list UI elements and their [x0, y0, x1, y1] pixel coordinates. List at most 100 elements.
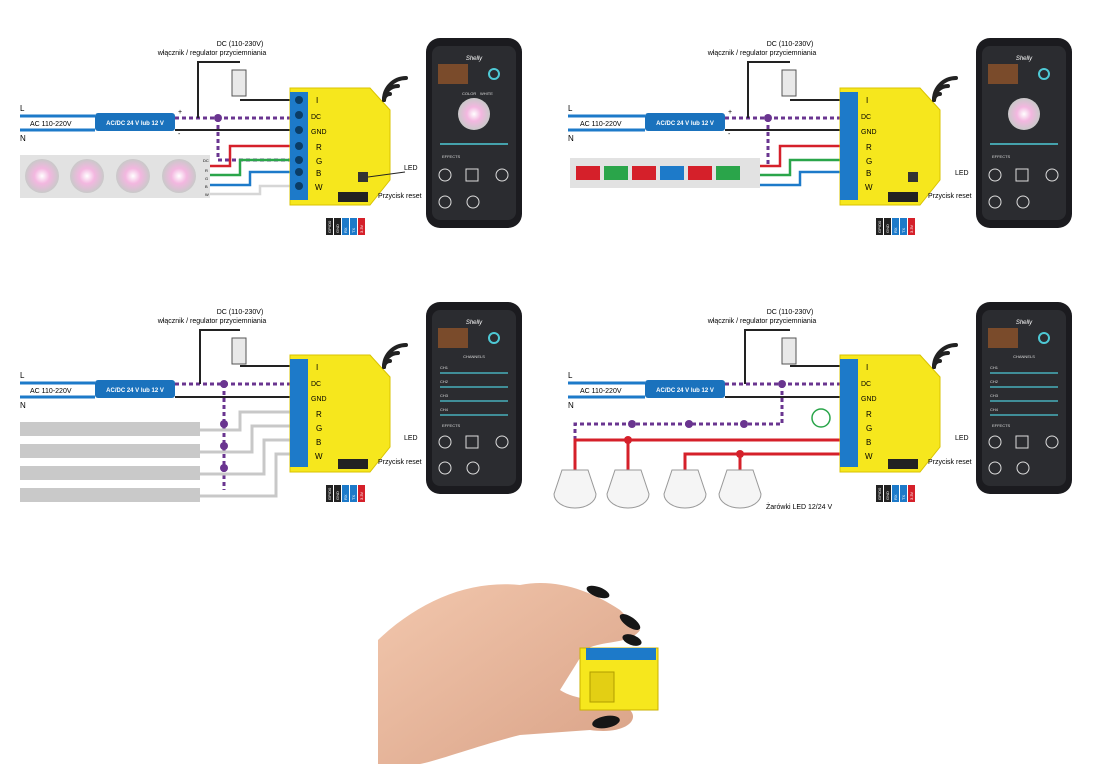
label-ac-input: AC 110-220V: [30, 388, 72, 395]
module-body: [289, 354, 391, 473]
fingernail: [622, 634, 642, 646]
wire-switch-in: [747, 61, 790, 118]
psu-box: [645, 113, 725, 131]
gpio-header: [888, 192, 918, 202]
rgb-led: [116, 159, 150, 193]
led-leader: [367, 171, 406, 178]
effects-label: EFFECTS: [442, 154, 461, 159]
gpio-pin: [334, 218, 341, 235]
product-photo: [378, 582, 659, 764]
module-photo-terminals: [586, 648, 656, 660]
channel-label: CH2: [440, 379, 449, 384]
reset-button: [908, 172, 918, 182]
terminal-label: G: [866, 424, 872, 433]
gpio-pin: [876, 485, 883, 502]
switch-dc-label: DC (110-230V): [217, 309, 264, 316]
wire-R: [210, 144, 290, 168]
wire-W: [210, 184, 290, 196]
terminal-label: W: [865, 183, 873, 192]
terminal-label: GND: [861, 396, 877, 403]
wire-channel: [200, 424, 290, 454]
gpio-pin-label: GPIO0: [877, 220, 882, 233]
junction-dot: [685, 420, 693, 428]
phone-screen: [432, 46, 516, 220]
gpio-pin-label: GND: [885, 224, 890, 233]
gpio-pin-label: RX: [343, 227, 348, 233]
gpio-header: [338, 192, 368, 202]
wire-channel: [200, 410, 290, 432]
gpio-pin: [358, 218, 365, 235]
led-strip: [20, 444, 200, 458]
terminal: [295, 111, 303, 119]
terminal-label: R: [316, 410, 322, 419]
globe-icon: [438, 461, 452, 475]
security-icon: [1045, 435, 1059, 449]
hand: [378, 582, 640, 764]
phone-brand: Shelly: [1016, 56, 1033, 62]
wire-switch-in: [197, 61, 240, 118]
label-ac-input: AC 110-220V: [580, 121, 622, 128]
module-photo-socket: [589, 671, 615, 703]
phone-thumbnail: [438, 64, 468, 84]
terminal-label: B: [866, 438, 871, 447]
shelly-module: I DC GND R G B W: [289, 354, 391, 473]
terminal-block: [840, 92, 858, 200]
gpio-pin-label: 3.3V: [359, 491, 364, 500]
shelly-module: I DC GND R G B W: [839, 87, 941, 206]
switch-desc-label: włącznik / regulator przyciemniania: [157, 318, 267, 325]
led-bulbs: [553, 469, 762, 509]
phone-thumbnail: [988, 328, 1018, 348]
junction-dot: [624, 436, 632, 444]
strip-wire-label: W: [205, 192, 209, 197]
phone-screen: [982, 46, 1066, 220]
terminal-label: DC: [311, 114, 321, 121]
power-icon: [488, 332, 500, 344]
gpio-pin-label: 3.3V: [359, 224, 364, 233]
led-bulb: [718, 469, 762, 509]
terminal-label: W: [315, 452, 323, 461]
shelly-module: I DC GND R G B W: [839, 354, 941, 473]
label-ac-input: AC 110-220V: [580, 388, 622, 395]
security-icon: [495, 435, 509, 449]
gpio-pin: [350, 218, 357, 235]
wire-G: [760, 158, 840, 177]
terminal-label: I: [316, 363, 318, 372]
phone-brand: Shelly: [1016, 320, 1033, 326]
gpio-header: [888, 459, 918, 469]
gpio-pin: [358, 485, 365, 502]
label-N: N: [568, 134, 574, 143]
timer-icon: [438, 168, 452, 182]
channel-label: CH4: [440, 407, 449, 412]
channel-label: CH1: [440, 365, 449, 370]
terminal-label: DC: [311, 381, 321, 388]
globe-icon: [988, 195, 1002, 209]
terminal: [295, 126, 303, 134]
gpio-pin: [908, 485, 915, 502]
reset-label: Przycisk reset: [928, 459, 972, 466]
globe-icon: [438, 195, 452, 209]
effects-label: EFFECTS: [442, 423, 461, 428]
junction-dot: [220, 442, 228, 450]
psu-plus: +: [728, 109, 732, 116]
gpio-pin: [884, 485, 891, 502]
led-segment: [576, 166, 600, 180]
gpio-pin-label: RX: [343, 494, 348, 500]
terminal-label: DC: [861, 381, 871, 388]
switch-dc-label: DC (110-230V): [767, 309, 814, 316]
gpio-pin-label: 3.3V: [909, 491, 914, 500]
info-icon: [1016, 195, 1030, 209]
schedule-icon: [1015, 168, 1029, 182]
led-segment: [688, 166, 712, 180]
wire-channel: [200, 438, 290, 476]
check-icon: [811, 408, 831, 428]
gpio-pin: [884, 218, 891, 235]
led-bulb: [606, 469, 650, 509]
gpio-pin-label: GND: [335, 224, 340, 233]
led-strip: [20, 466, 200, 480]
fingernail: [586, 585, 610, 599]
label-N: N: [568, 401, 574, 410]
gpio-pin: [876, 218, 883, 235]
